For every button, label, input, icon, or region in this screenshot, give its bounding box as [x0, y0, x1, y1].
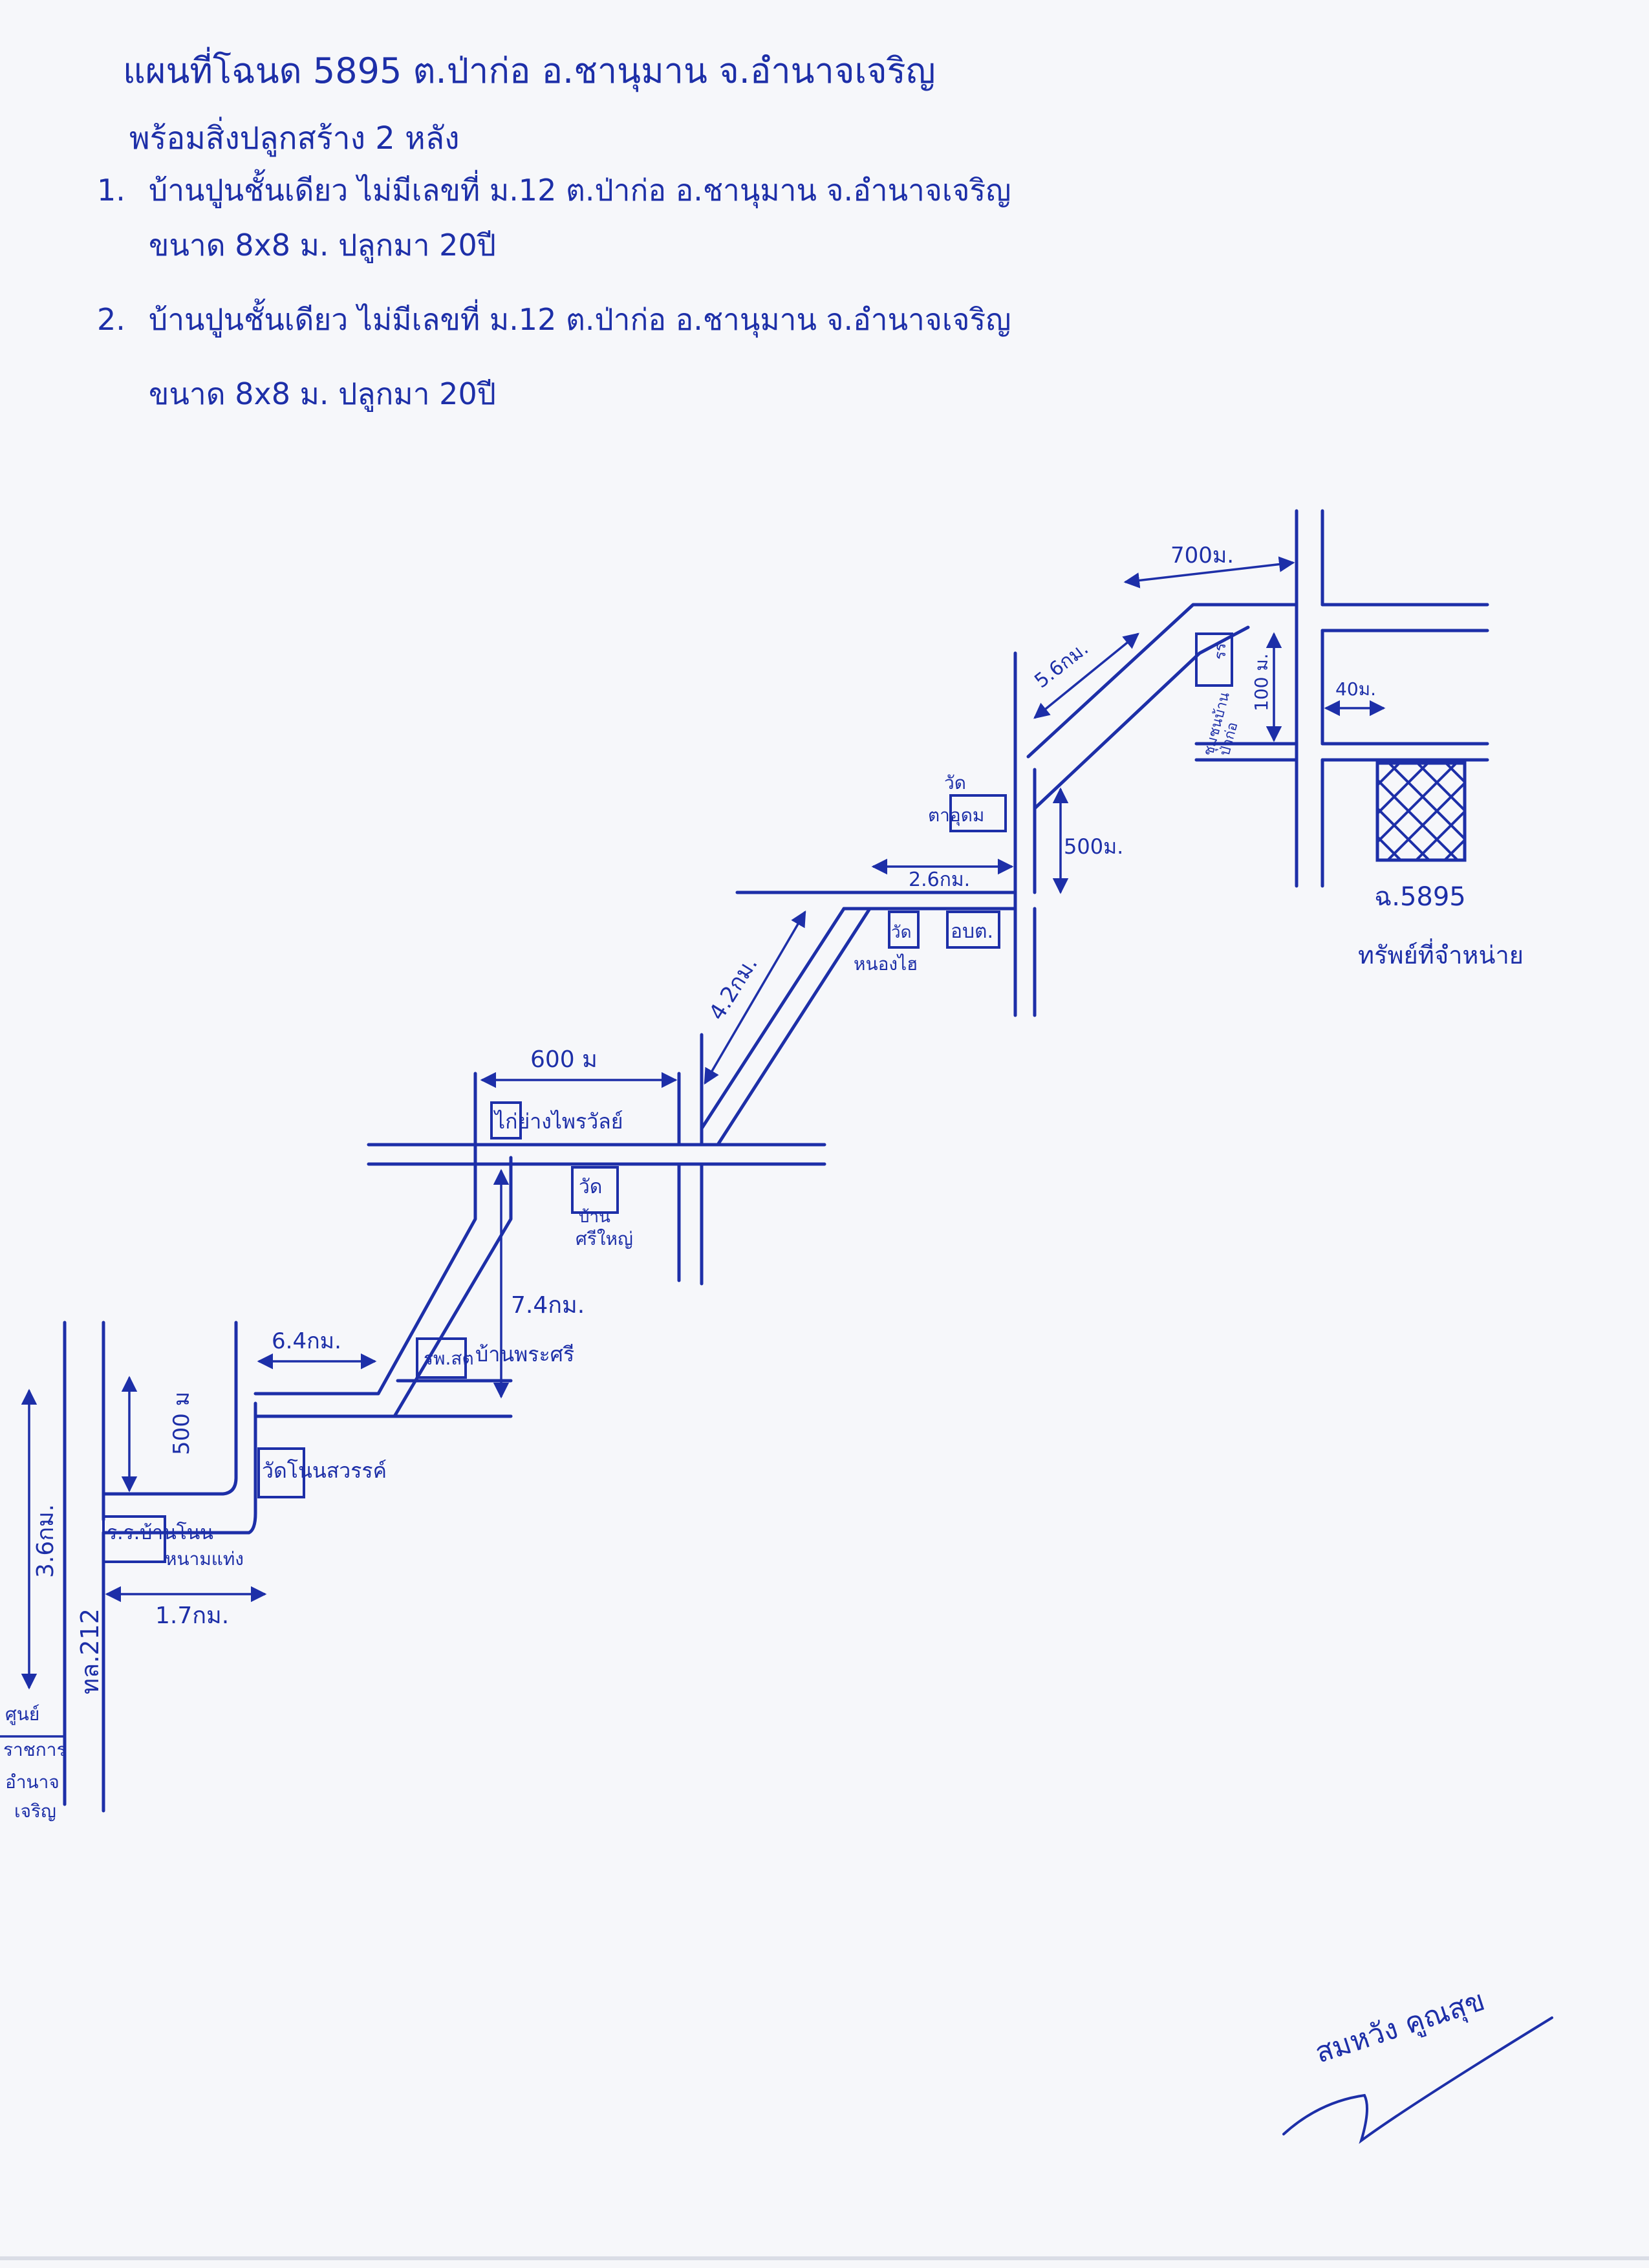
temple-3-label-1: วัด [891, 923, 911, 942]
center-label-4: เจริญ [14, 1800, 56, 1822]
signature-stroke [1282, 2016, 1553, 2144]
diagonal-road-east [716, 907, 872, 1147]
school-label-line1: ร.ร.บ้านโนน [107, 1521, 213, 1544]
temple-2-label-2: บ้าน [579, 1207, 610, 1227]
shop-label: ไก่ย่างไพรวัลย์ [493, 1109, 623, 1134]
dim-4-2km-arrow [704, 910, 806, 1085]
item-1-line1: บ้านปูนชั้นเดียว ไม่มีเลขที่ ม.12 ต.ป่าก… [149, 169, 1011, 209]
road-1-inner [102, 1401, 257, 1535]
center-label-2: ราชการ [3, 1739, 66, 1760]
temple-3-box [888, 911, 920, 949]
signature-name: สมหวัง คูณสุข [1311, 1984, 1489, 2071]
label-3-6km: 3.6กม. [32, 1504, 59, 1578]
temple-1-box [257, 1447, 305, 1498]
hospital-label: รพ.สต [424, 1348, 474, 1369]
hospital-box [416, 1337, 467, 1379]
center-label-1: ศูนย์ [5, 1703, 39, 1725]
label-40m: 40ม. [1335, 678, 1376, 700]
temple-4-label-1: วัด [944, 772, 966, 794]
label-100m: 100 ม. [1251, 653, 1272, 711]
temple-2-label-3: ศรีใหญ่ [576, 1228, 633, 1249]
school-box [102, 1515, 166, 1563]
school-2-label-1: รร. [1211, 638, 1229, 660]
road-1-outer [102, 1321, 238, 1496]
temple-2-label-1: วัด [579, 1176, 602, 1198]
temple-1-label: วัดโนนสวรรค์ [262, 1458, 387, 1483]
plot-number-label: ฉ.5895 [1374, 882, 1466, 912]
road-2-lower [253, 1156, 513, 1418]
label-5-6km: 5.6กม. [1030, 637, 1093, 693]
label-7-4km: 7.4กม. [511, 1292, 585, 1319]
header: แผนที่โฉนด 5895 ต.ป่าก่อ อ.ชานุมาน จ.อำน… [97, 47, 1011, 412]
label-700m: 700ม. [1170, 543, 1234, 568]
label-2-6km: 2.6กม. [909, 869, 970, 891]
map-title: แผนที่โฉนด 5895 ต.ป่าก่อ อ.ชานุมาน จ.อำน… [123, 47, 936, 92]
road-2-upper [253, 1097, 477, 1396]
item-1-number: 1. [97, 173, 125, 208]
place-boxes [102, 632, 1233, 1563]
item-2-number: 2. [97, 302, 125, 337]
label-4-2km: 4.2กม. [704, 952, 763, 1025]
dim-700m-arrow [1123, 556, 1295, 589]
temple-2-box [571, 1166, 619, 1214]
label-6-4km: 6.4กม. [272, 1328, 341, 1354]
item-1-line2: ขนาด 8x8 ม. ปลูกมา 20ปี [149, 228, 496, 263]
obt-box [946, 911, 1000, 949]
temple-4-box [949, 794, 1007, 832]
map-subtitle: พร้อมสิ่งปลูกสร้าง 2 หลัง [129, 116, 460, 157]
temple-3-label-2: หนองไฮ [854, 953, 918, 975]
plot-caption-label: ทรัพย์ที่จำหน่าย [1358, 938, 1524, 969]
center-label-3: อำนาจ [5, 1771, 59, 1793]
property-plot [1375, 761, 1467, 862]
label-1-7km: 1.7กม. [155, 1603, 229, 1629]
dimension-lines [0, 556, 1386, 1738]
label-500m-second: 500ม. [1064, 834, 1123, 859]
item-2-line2: ขนาด 8x8 ม. ปลูกมา 20ปี [149, 376, 496, 412]
school-2-box [1195, 632, 1233, 687]
label-600m: 600 ม [530, 1046, 598, 1073]
signature: สมหวัง คูณสุข [1282, 1984, 1553, 2144]
school-label-line2: หนามแท่ง [165, 1548, 244, 1570]
label-500m: 500 ม [169, 1392, 195, 1455]
temple-4-label-2: ตาอุดม [928, 805, 984, 826]
item-2-line1: บ้านปูนชั้นเดียว ไม่มีเลขที่ ม.12 ต.ป่าก… [149, 298, 1011, 338]
village-label: บ้านพระศรี [475, 1342, 574, 1366]
highway-label: ทล.212 [76, 1608, 104, 1694]
plot-hatched-area [1375, 761, 1467, 862]
obt-label: อบต. [951, 920, 993, 943]
shop-box [490, 1101, 522, 1139]
dim-5-6km-arrow [1033, 632, 1139, 719]
